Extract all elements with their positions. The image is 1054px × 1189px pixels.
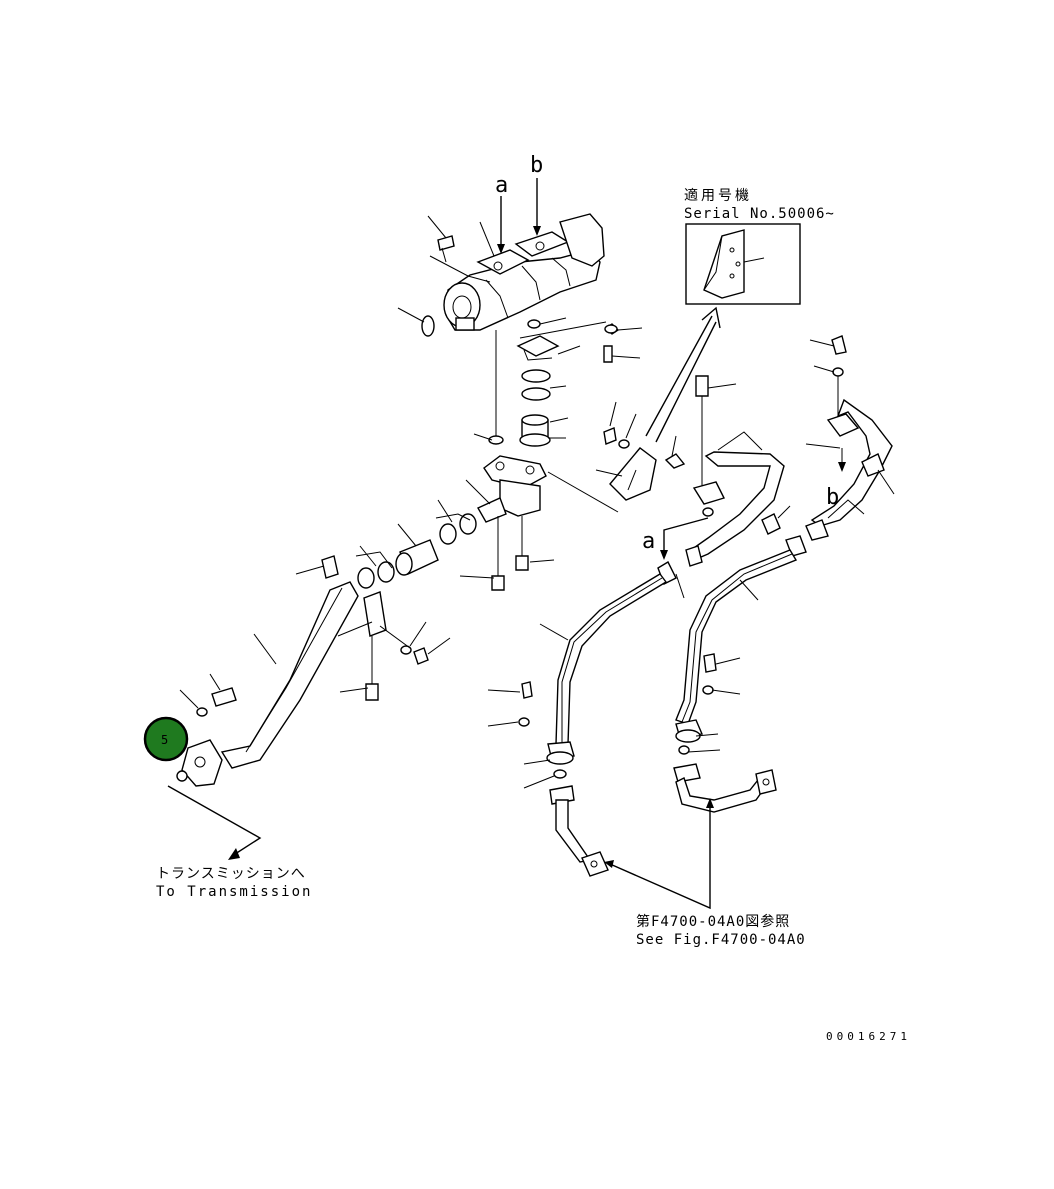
hotspot-circle[interactable] bbox=[143, 716, 189, 762]
connector-arrows-top: a b bbox=[495, 153, 543, 436]
hotspot-number[interactable]: 5 bbox=[161, 733, 168, 747]
upper-right-pipe: b bbox=[805, 335, 895, 541]
serial-inset: 適用号機 Serial No.50006~ bbox=[645, 187, 835, 443]
part-hotspot[interactable]: 5 bbox=[143, 716, 189, 762]
hose-right bbox=[675, 535, 807, 755]
lower-pipes: 第F4700-04A0図参照 See Fig.F4700-04A0 bbox=[549, 763, 806, 948]
label-a-top: a bbox=[495, 173, 508, 198]
serial-label-ja: 適用号機 bbox=[684, 187, 752, 204]
center-pipe: a bbox=[642, 375, 791, 567]
hydraulic-pump bbox=[397, 213, 605, 337]
see-fig-label-en: See Fig.F4700-04A0 bbox=[636, 932, 806, 948]
serial-label-en: Serial No.50006~ bbox=[684, 206, 835, 222]
drawing-number: 00016271 bbox=[826, 1030, 911, 1043]
transmission-label-ja: トランスミッションへ bbox=[156, 866, 306, 882]
transmission-pipe bbox=[176, 581, 451, 787]
mounting-bracket bbox=[459, 433, 619, 591]
to-transmission-callout: トランスミッションへ To Transmission bbox=[156, 785, 312, 900]
support-bracket bbox=[595, 401, 686, 501]
hose-left bbox=[487, 561, 685, 789]
see-fig-label-ja: 第F4700-04A0図参照 bbox=[636, 913, 790, 930]
label-b-top: b bbox=[530, 153, 543, 178]
label-a-lower: a bbox=[642, 529, 655, 554]
pump-outlet-fittings bbox=[516, 317, 643, 447]
label-b-lower: b bbox=[826, 485, 839, 510]
hose-clamps bbox=[295, 499, 477, 589]
transmission-label-en: To Transmission bbox=[156, 884, 312, 900]
